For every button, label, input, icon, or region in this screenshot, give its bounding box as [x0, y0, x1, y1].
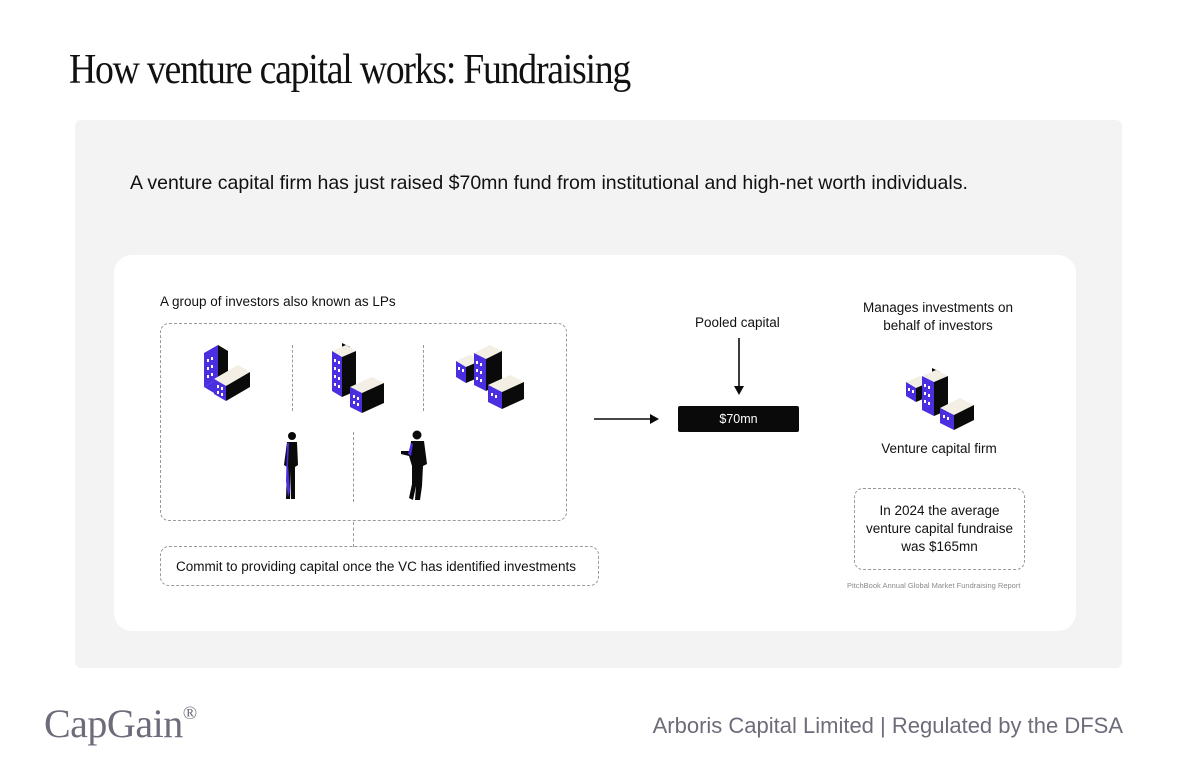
divider — [423, 345, 424, 411]
tower-icon — [332, 343, 384, 413]
commit-box — [160, 546, 599, 586]
vc-firm-label: Venture capital firm — [881, 441, 997, 456]
stat-label: In 2024 the average venture capital fund… — [865, 503, 1014, 554]
investors-label: A group of investors also known as LPs — [160, 294, 396, 309]
subtitle: A venture capital firm has just raised $… — [130, 172, 968, 194]
building-cluster-icon — [456, 345, 524, 409]
pooled-amount-badge: $70mn — [678, 406, 799, 432]
commit-label: Commit to providing capital once the VC … — [176, 559, 576, 574]
page-title: How venture capital works: Fundraising — [69, 47, 631, 93]
diagram-card — [114, 255, 1076, 631]
arrow-right-icon — [594, 414, 659, 424]
pooled-capital-label: Pooled capital — [695, 315, 780, 330]
divider — [292, 345, 293, 411]
source-note: PitchBook Annual Global Market Fundraisi… — [847, 581, 1021, 590]
building-icon — [204, 345, 250, 401]
manages-label: Manages investments on behalf of investo… — [862, 300, 1014, 333]
footer-disclaimer: Arboris Capital Limited | Regulated by t… — [652, 713, 1123, 738]
investors-group-box — [160, 323, 567, 521]
arrow-down-icon — [734, 338, 744, 395]
stat-box — [854, 488, 1025, 570]
person-icon — [284, 432, 298, 499]
brand-logo: CapGain® — [44, 701, 197, 746]
vc-firm-building-icon — [906, 368, 974, 430]
divider — [353, 432, 354, 502]
person-icon — [401, 430, 427, 500]
connector-line — [353, 522, 354, 547]
